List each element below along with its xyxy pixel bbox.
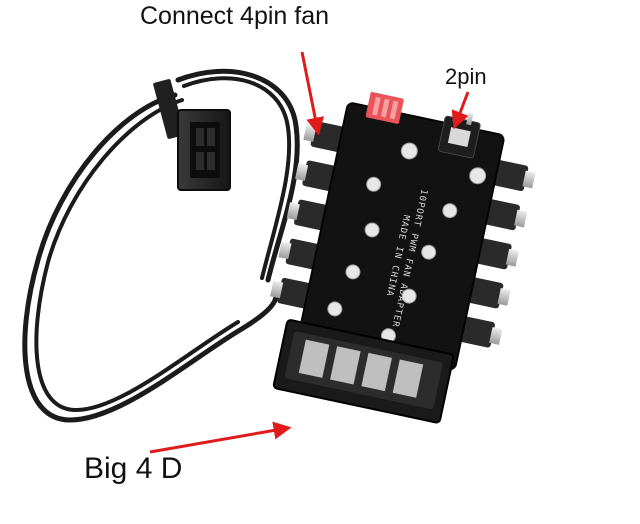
callout-arrows xyxy=(149,51,470,454)
big-4d-label: Big 4 D xyxy=(84,452,183,485)
two-pin-label: 2pin xyxy=(445,64,487,89)
sata-cable xyxy=(22,68,300,423)
capacitors xyxy=(327,142,487,344)
fan-hub-board: 10PORT PWM FAN ADAPTER MADE IN CHINA xyxy=(270,92,536,424)
connect-4pin-label: Connect 4pin fan xyxy=(140,2,330,30)
two-pin-header xyxy=(438,109,481,159)
red-header xyxy=(365,92,404,124)
right-fan-headers xyxy=(457,159,536,348)
cable-connector xyxy=(153,79,231,191)
molex-connector xyxy=(272,319,455,424)
